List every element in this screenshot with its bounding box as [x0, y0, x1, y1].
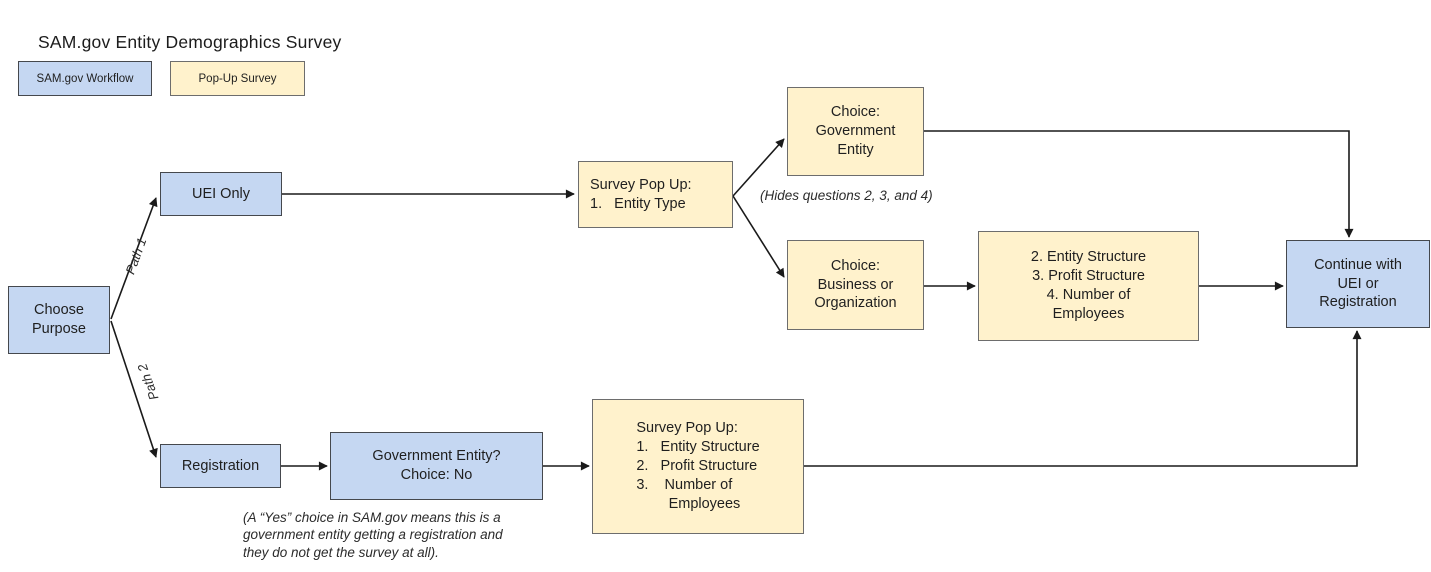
node-survey-popup-entity-type: Survey Pop Up: 1. Entity Type	[578, 161, 733, 228]
legend-survey-box: Pop-Up Survey	[170, 61, 305, 96]
annotation-hides-questions: (Hides questions 2, 3, and 4)	[760, 188, 933, 203]
annotation-yes-note: (A “Yes” choice in SAM.gov means this is…	[243, 510, 503, 560]
edge-label-path2: Path 2	[134, 361, 162, 403]
node-choice-government-entity: Choice: Government Entity	[787, 87, 924, 176]
edge-popup2-to-continue	[804, 330, 1362, 467]
node-registration: Registration	[160, 444, 281, 488]
legend-workflow-box: SAM.gov Workflow	[18, 61, 152, 96]
node-survey-popup-registration: Survey Pop Up: 1. Entity Structure 2. Pr…	[592, 399, 804, 534]
node-choice-business-or-organization: Choice: Business or Organization	[787, 240, 924, 330]
node-uei-only: UEI Only	[160, 172, 282, 216]
node-government-entity-question: Government Entity? Choice: No	[330, 432, 543, 500]
node-questions-2-3-4: 2. Entity Structure 3. Profit Structure …	[978, 231, 1199, 341]
edge-popup-to-biz-choice	[732, 195, 785, 278]
page-title: SAM.gov Entity Demographics Survey	[38, 32, 342, 52]
edge-gov-choice-to-continue	[924, 130, 1354, 238]
node-continue-uei-or-registration: Continue with UEI or Registration	[1286, 240, 1430, 328]
edge-label-path1: Path 1	[122, 235, 150, 277]
node-choose-purpose: Choose Purpose	[8, 286, 110, 354]
